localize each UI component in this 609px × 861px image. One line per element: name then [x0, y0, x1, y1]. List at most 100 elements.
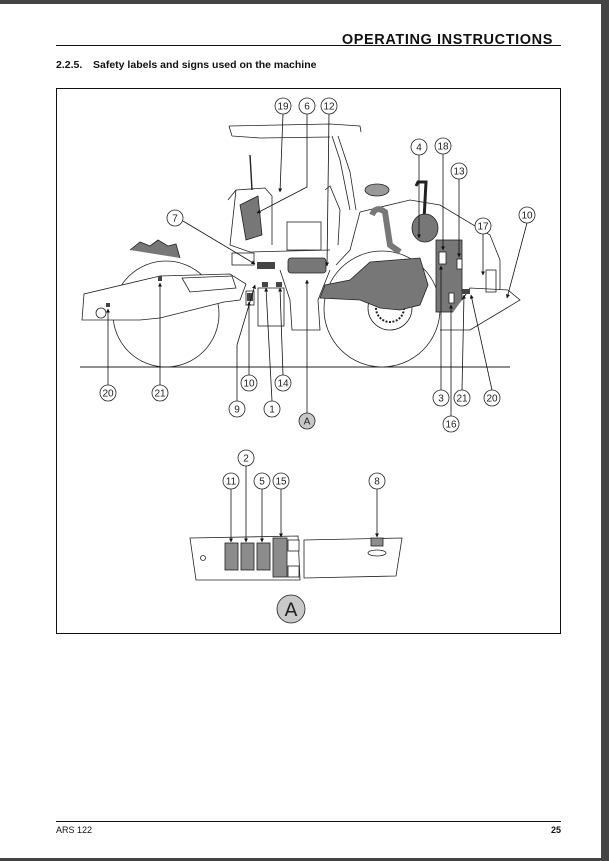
- callout-17: 17: [474, 217, 492, 235]
- callout-9: 9: [228, 400, 246, 418]
- label-11: [224, 542, 239, 571]
- exhaust-pipe: [414, 180, 428, 221]
- leader-line: [325, 113, 330, 267]
- detail-label-a: A: [276, 594, 306, 624]
- leader-line: [469, 294, 493, 391]
- rops-post: [331, 135, 357, 211]
- callout-number: 9: [234, 405, 240, 416]
- step-box: [231, 252, 255, 266]
- callout-13: 13: [450, 162, 468, 180]
- leader-line: [505, 222, 528, 299]
- leader-line: [236, 284, 256, 401]
- callout-number: 16: [445, 420, 457, 431]
- frame-cutout: [181, 275, 237, 293]
- leader-line: [278, 287, 284, 376]
- frame-hole: [95, 307, 107, 319]
- label-marker: [106, 303, 110, 307]
- steering-column: [249, 154, 253, 191]
- footer-rule: [56, 821, 561, 822]
- callout-number: 14: [277, 379, 289, 390]
- label-markers: [106, 251, 470, 307]
- callout-19: 19: [274, 97, 292, 115]
- detail-callout-15: 15: [272, 472, 290, 490]
- callout-20: 20: [99, 384, 117, 402]
- callout-3: 3: [432, 389, 450, 407]
- center-tank: [287, 257, 327, 274]
- callout-20: 20: [483, 389, 501, 407]
- callout-number: 10: [521, 211, 533, 222]
- label-marker: [158, 276, 162, 281]
- callout-6: 6: [298, 97, 316, 115]
- callout-number: 20: [486, 394, 498, 405]
- callout-14: 14: [274, 374, 292, 392]
- machine-drawing: [80, 123, 521, 368]
- callout-number: 15: [275, 477, 287, 488]
- drive-housing: [257, 287, 285, 327]
- label-marker: [462, 289, 470, 294]
- callout-number: 17: [477, 222, 489, 233]
- callout-18: 18: [434, 137, 452, 155]
- leader-line: [182, 220, 256, 265]
- latch: [367, 549, 387, 557]
- detail-label-text: A: [285, 599, 298, 621]
- panel-hole: [200, 555, 206, 561]
- label-8: [370, 537, 384, 547]
- callout-number: 20: [102, 389, 114, 400]
- detail-right-panel: [303, 537, 403, 579]
- callout-number: 10: [243, 379, 255, 390]
- callout-12: 12: [320, 97, 338, 115]
- callout-4: 4: [410, 138, 428, 156]
- cab-rail: [324, 185, 341, 246]
- header-rule: [56, 45, 561, 46]
- callout-number: A: [304, 417, 311, 428]
- label-15: [272, 537, 288, 578]
- label-2: [240, 542, 255, 571]
- callout-21: 21: [453, 389, 471, 407]
- callout-16: 16: [442, 415, 460, 433]
- callout-number: 12: [323, 102, 335, 113]
- hood: [335, 199, 501, 290]
- label-marker: [276, 282, 282, 287]
- label-marker: [448, 292, 455, 304]
- engine-block: [319, 257, 429, 311]
- label-marker: [438, 251, 447, 265]
- cab-frame: [227, 187, 331, 253]
- document-page: OPERATING INSTRUCTIONS 2.2.5. Safety labe…: [0, 4, 601, 858]
- rear-light: [485, 269, 497, 293]
- hinge: [287, 565, 300, 578]
- rops-canopy: [228, 123, 362, 139]
- callout-1: 1: [263, 400, 281, 418]
- drum-pads: [129, 239, 181, 259]
- muffler: [411, 213, 439, 243]
- callout-number: 1: [269, 405, 275, 416]
- callout-number: 4: [416, 143, 422, 154]
- articulation-joint: [279, 269, 331, 331]
- air-filter: [364, 183, 390, 197]
- label-marker: [262, 282, 268, 287]
- label-marker: [247, 293, 253, 301]
- callout-number: 7: [172, 214, 178, 225]
- section-title: Safety labels and signs used on the mach…: [93, 59, 317, 71]
- leader-line: [461, 294, 466, 391]
- label-marker: [456, 258, 463, 270]
- callout-A: A: [298, 412, 316, 430]
- callout-number: 6: [304, 102, 310, 113]
- leader-line: [256, 114, 308, 214]
- callout-number: 21: [154, 389, 166, 400]
- seat: [286, 221, 322, 251]
- callout-number: 21: [456, 394, 468, 405]
- callout-number: 2: [243, 454, 249, 465]
- label-5: [256, 542, 271, 571]
- section-number: 2.2.5.: [56, 59, 83, 71]
- leader-line: [264, 287, 273, 402]
- label-marker: [257, 262, 275, 269]
- header-title: OPERATING INSTRUCTIONS: [341, 32, 553, 48]
- leader-lines: [106, 113, 528, 416]
- detail-callout-2: 2: [237, 449, 255, 467]
- callout-number: 19: [277, 102, 289, 113]
- footer-model: ARS 122: [56, 825, 93, 835]
- section-heading: 2.2.5. Safety labels and signs used on th…: [56, 59, 316, 71]
- detail-a-panel: [189, 535, 403, 581]
